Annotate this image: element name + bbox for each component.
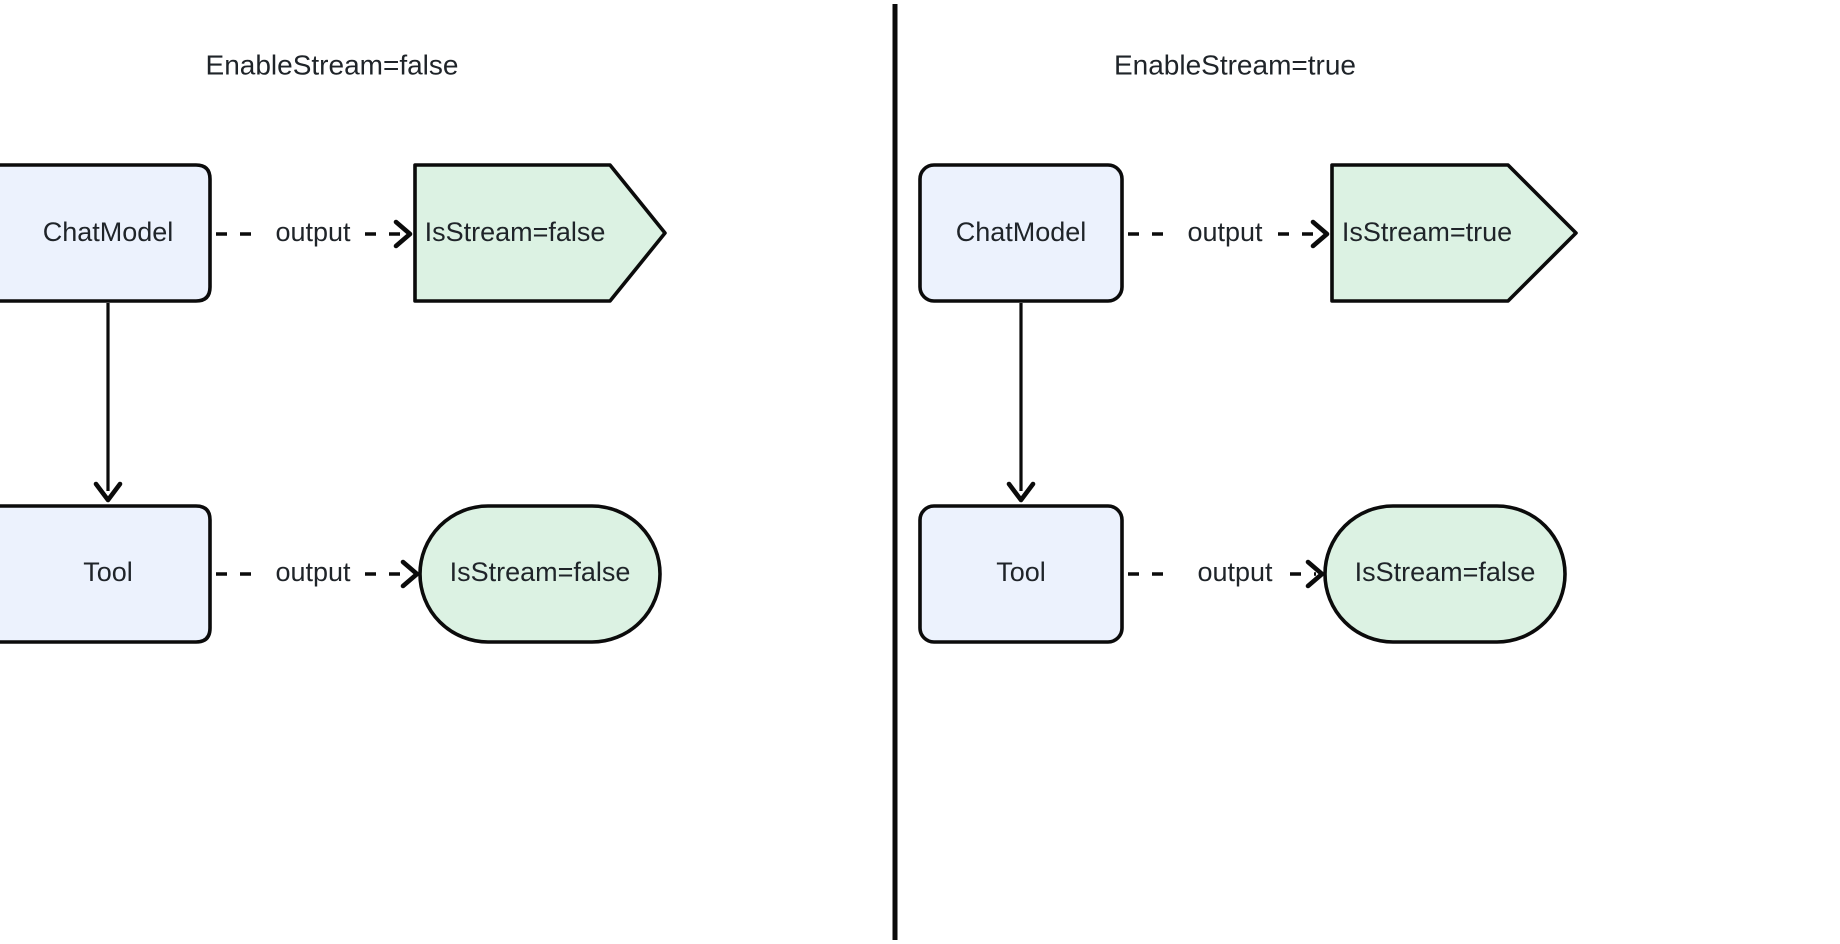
stadium-shape [418, 504, 662, 644]
node-label-left-tool-result: IsStream=false [450, 557, 631, 587]
arrow-head-icon [1006, 481, 1036, 503]
edge-right-tool-to-result: output [1128, 557, 1325, 589]
node-right-tool-result[interactable]: IsStream=false [1323, 504, 1567, 644]
panel-left: EnableStream=false ChatModel output IsSt… [0, 49, 667, 644]
rounded-rect-shape [918, 504, 1124, 644]
node-right-chat-result[interactable]: IsStream=true [1330, 163, 1578, 303]
edge-right-chatmodel-to-result: output [1128, 217, 1330, 249]
panel-title-left: EnableStream=false [206, 49, 459, 80]
rounded-rect-shape [0, 163, 212, 303]
edge-left-chatmodel-to-tool [93, 303, 123, 503]
rounded-rect-shape [0, 504, 212, 644]
edge-left-tool-to-result: output [216, 557, 420, 589]
node-left-chatmodel[interactable]: ChatModel [0, 163, 212, 303]
node-label-right-tool-result: IsStream=false [1355, 557, 1536, 587]
stadium-shape [1323, 504, 1567, 644]
node-label-left-chatmodel: ChatModel [43, 217, 174, 247]
rounded-rect-shape [918, 163, 1124, 303]
edge-label-output-right-bottom: output [1197, 557, 1273, 587]
arrow-head-icon [1305, 559, 1325, 589]
node-label-left-chat-result: IsStream=false [425, 217, 606, 247]
node-left-tool[interactable]: Tool [0, 504, 212, 644]
panel-right: EnableStream=true ChatModel output IsStr… [918, 49, 1578, 644]
arrow-head-icon [93, 481, 123, 503]
edge-label-output-right-top: output [1187, 217, 1263, 247]
arrow-head-icon [393, 219, 413, 249]
node-label-right-tool: Tool [996, 557, 1046, 587]
edge-right-chatmodel-to-tool [1006, 303, 1036, 503]
node-left-chat-result[interactable]: IsStream=false [413, 163, 667, 303]
pentagon-arrow-shape [413, 163, 667, 303]
node-label-left-tool: Tool [83, 557, 133, 587]
node-label-right-chatmodel: ChatModel [956, 217, 1087, 247]
arrow-head-icon [1310, 219, 1330, 249]
node-label-right-chat-result: IsStream=true [1342, 217, 1512, 247]
edge-left-chatmodel-to-result: output [216, 217, 413, 249]
node-right-chatmodel[interactable]: ChatModel [918, 163, 1124, 303]
arrow-head-icon [400, 559, 420, 589]
node-right-tool[interactable]: Tool [918, 504, 1124, 644]
pentagon-arrow-shape [1330, 163, 1578, 303]
node-left-tool-result[interactable]: IsStream=false [418, 504, 662, 644]
panel-title-right: EnableStream=true [1114, 49, 1356, 80]
edge-label-output-left-top: output [275, 217, 351, 247]
edge-label-output-left-bottom: output [275, 557, 351, 587]
